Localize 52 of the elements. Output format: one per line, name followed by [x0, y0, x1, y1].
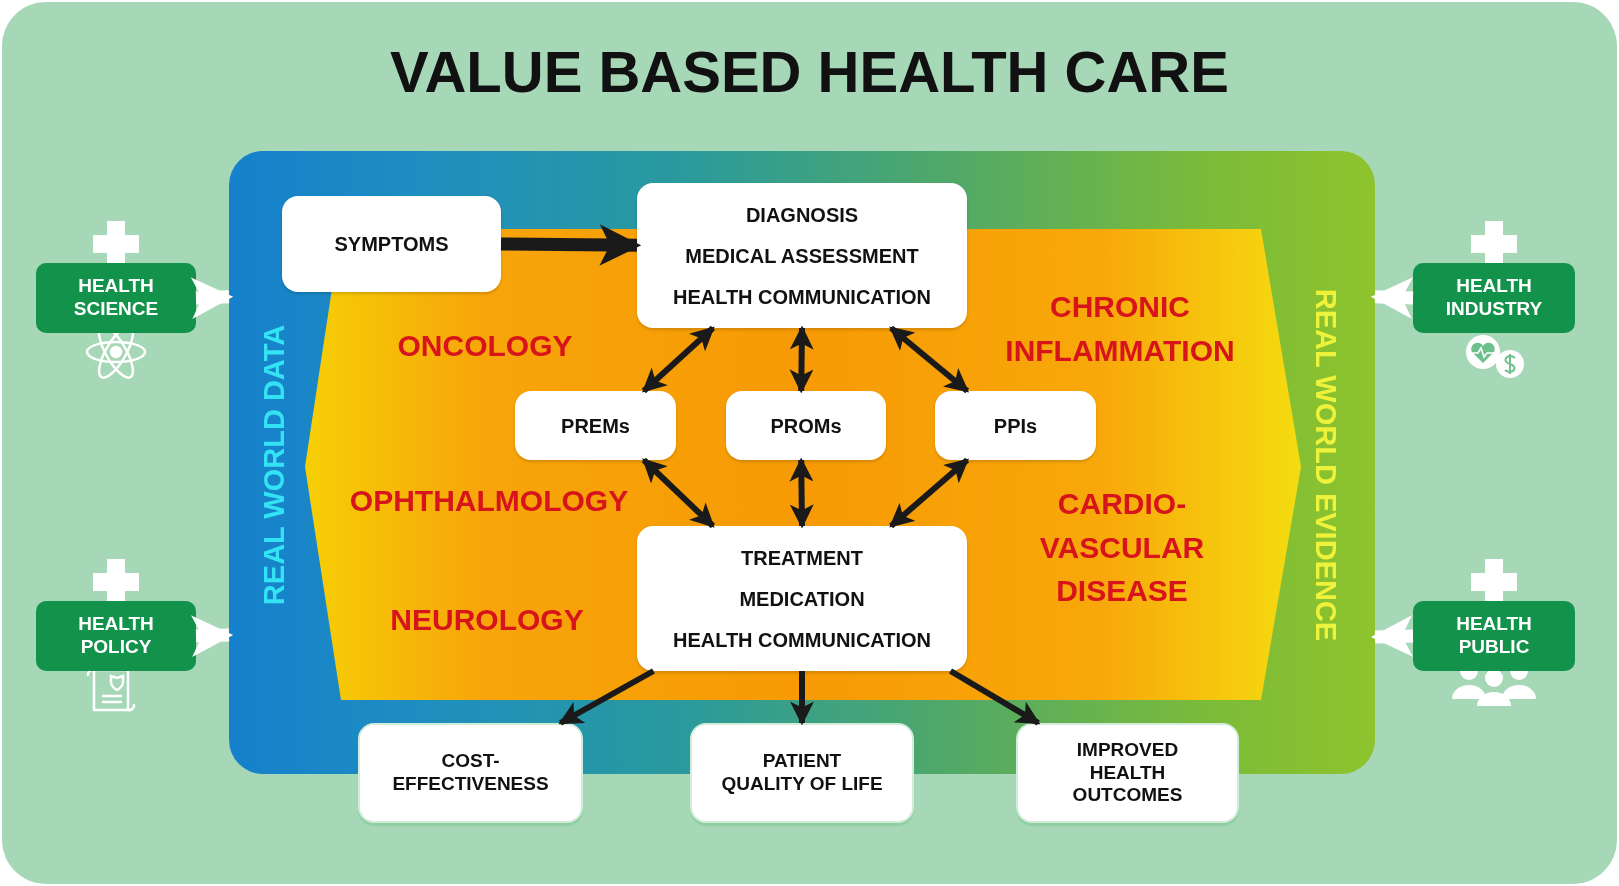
- arrow: [641, 325, 715, 394]
- category-label: HEALTH INDUSTRY: [1444, 275, 1544, 321]
- process-box: [690, 723, 914, 823]
- arrow: [191, 615, 234, 657]
- process-box: [1016, 723, 1239, 823]
- box-label: IMPROVED HEALTH OUTCOMES: [1071, 738, 1184, 808]
- specialty-label: OPHTHALMOLOGY: [348, 483, 630, 520]
- arrow: [641, 457, 715, 529]
- arrow: [1370, 615, 1414, 657]
- process-box: [726, 391, 886, 460]
- arrow: [1370, 277, 1414, 319]
- box-label: PREMs: [560, 413, 631, 438]
- category-box: [36, 601, 196, 671]
- category-box: [1413, 263, 1575, 333]
- box-label: MEDICAL ASSESSMENT: [684, 243, 920, 268]
- arrow: [190, 277, 234, 319]
- arrow: [789, 457, 814, 529]
- category-label: HEALTH POLICY: [77, 613, 155, 659]
- specialty-label: CHRONIC INFLAMMATION: [1004, 288, 1236, 368]
- box-label: SYMPTOMS: [333, 232, 450, 256]
- box-label: DIAGNOSIS: [744, 202, 860, 227]
- category-box: [1413, 601, 1575, 671]
- vertical-label: REAL WORLD EVIDENCE: [1310, 288, 1340, 642]
- box-label: PPIs: [992, 413, 1039, 438]
- arrow: [889, 457, 970, 529]
- box-label: PATIENT QUALITY OF LIFE: [720, 750, 884, 796]
- box-label: TREATMENT: [740, 545, 864, 570]
- arrow: [789, 325, 814, 394]
- box-label: HEALTH COMMUNICATION: [671, 284, 933, 309]
- arrow: [500, 224, 642, 266]
- arrow: [948, 668, 1041, 726]
- process-box: [637, 183, 967, 328]
- process-box: [935, 391, 1096, 460]
- box-label: HEALTH COMMUNICATION: [671, 627, 933, 652]
- process-box: [637, 526, 967, 671]
- category-box: [36, 263, 196, 333]
- category-label: HEALTH SCIENCE: [72, 275, 160, 321]
- process-box: [515, 391, 676, 460]
- category-label: HEALTH PUBLIC: [1455, 613, 1533, 659]
- box-label: COST- EFFECTIVENESS: [391, 750, 550, 796]
- vertical-label: REAL WORLD DATA: [259, 324, 289, 606]
- arrow: [790, 671, 814, 726]
- process-box: [358, 723, 583, 823]
- specialty-label: ONCOLOGY: [396, 328, 574, 365]
- specialty-label: NEUROLOGY: [389, 602, 585, 639]
- arrow: [558, 668, 655, 726]
- specialty-label: CARDIO- VASCULAR DISEASE: [1038, 485, 1206, 609]
- box-label: MEDICATION: [738, 586, 866, 611]
- box-label: PROMs: [769, 413, 843, 438]
- title: VALUE BASED HEALTH CARE: [389, 38, 1230, 105]
- arrow: [889, 325, 970, 394]
- process-box: [282, 196, 501, 292]
